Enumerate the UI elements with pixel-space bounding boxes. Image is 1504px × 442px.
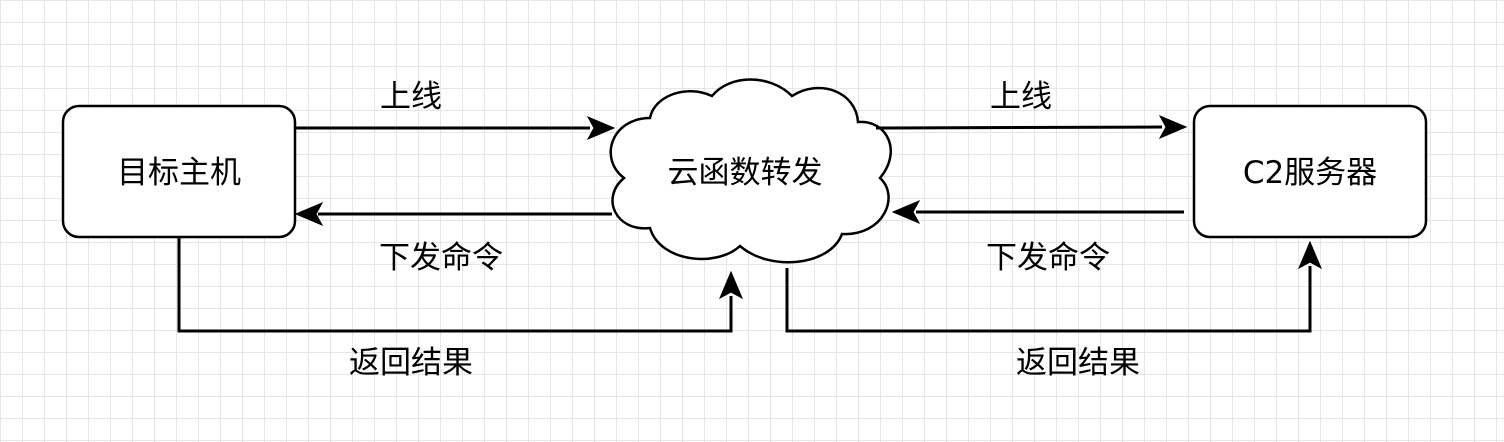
c2-server-label: C2服务器 [1243,155,1377,191]
edge-label: 上线 [990,79,1052,115]
cloud-function-node[interactable]: 云函数转发 [609,78,892,264]
cloud-function-label: 云函数转发 [668,155,823,191]
target-host-label: 目标主机 [117,155,241,191]
edge-cloud-to-c2-result: 返回结果 [785,240,1323,381]
c2-server-node[interactable]: C2服务器 [1192,104,1428,239]
edge-label: 上线 [380,79,442,115]
edge-host-to-cloud-online: 上线 [296,79,616,141]
edge-label: 下发命令 [986,240,1110,276]
arrowhead-left-icon [891,199,921,225]
arrowhead-up-icon [718,270,744,300]
edge-line [785,266,1312,333]
edge-line [875,125,1163,130]
edge-cloud-to-c2-online: 上线 [875,79,1188,140]
edge-host-to-cloud-result: 返回结果 [177,238,744,381]
edge-line [177,238,733,333]
edge-c2-to-cloud-command: 下发命令 [891,199,1184,276]
arrowhead-up-icon [1297,240,1323,270]
target-host-node[interactable]: 目标主机 [61,104,297,239]
arrowhead-right-icon [586,115,616,141]
target-host-box [61,104,297,239]
cloud-shape [609,78,892,264]
c2-server-box [1192,104,1428,239]
edge-cloud-to-host-command: 下发命令 [294,201,612,276]
edge-label: 下发命令 [379,240,503,276]
edge-label: 返回结果 [1016,345,1140,381]
arrowhead-right-icon [1158,114,1188,140]
edge-label: 返回结果 [349,345,473,381]
arrowhead-left-icon [294,201,324,227]
